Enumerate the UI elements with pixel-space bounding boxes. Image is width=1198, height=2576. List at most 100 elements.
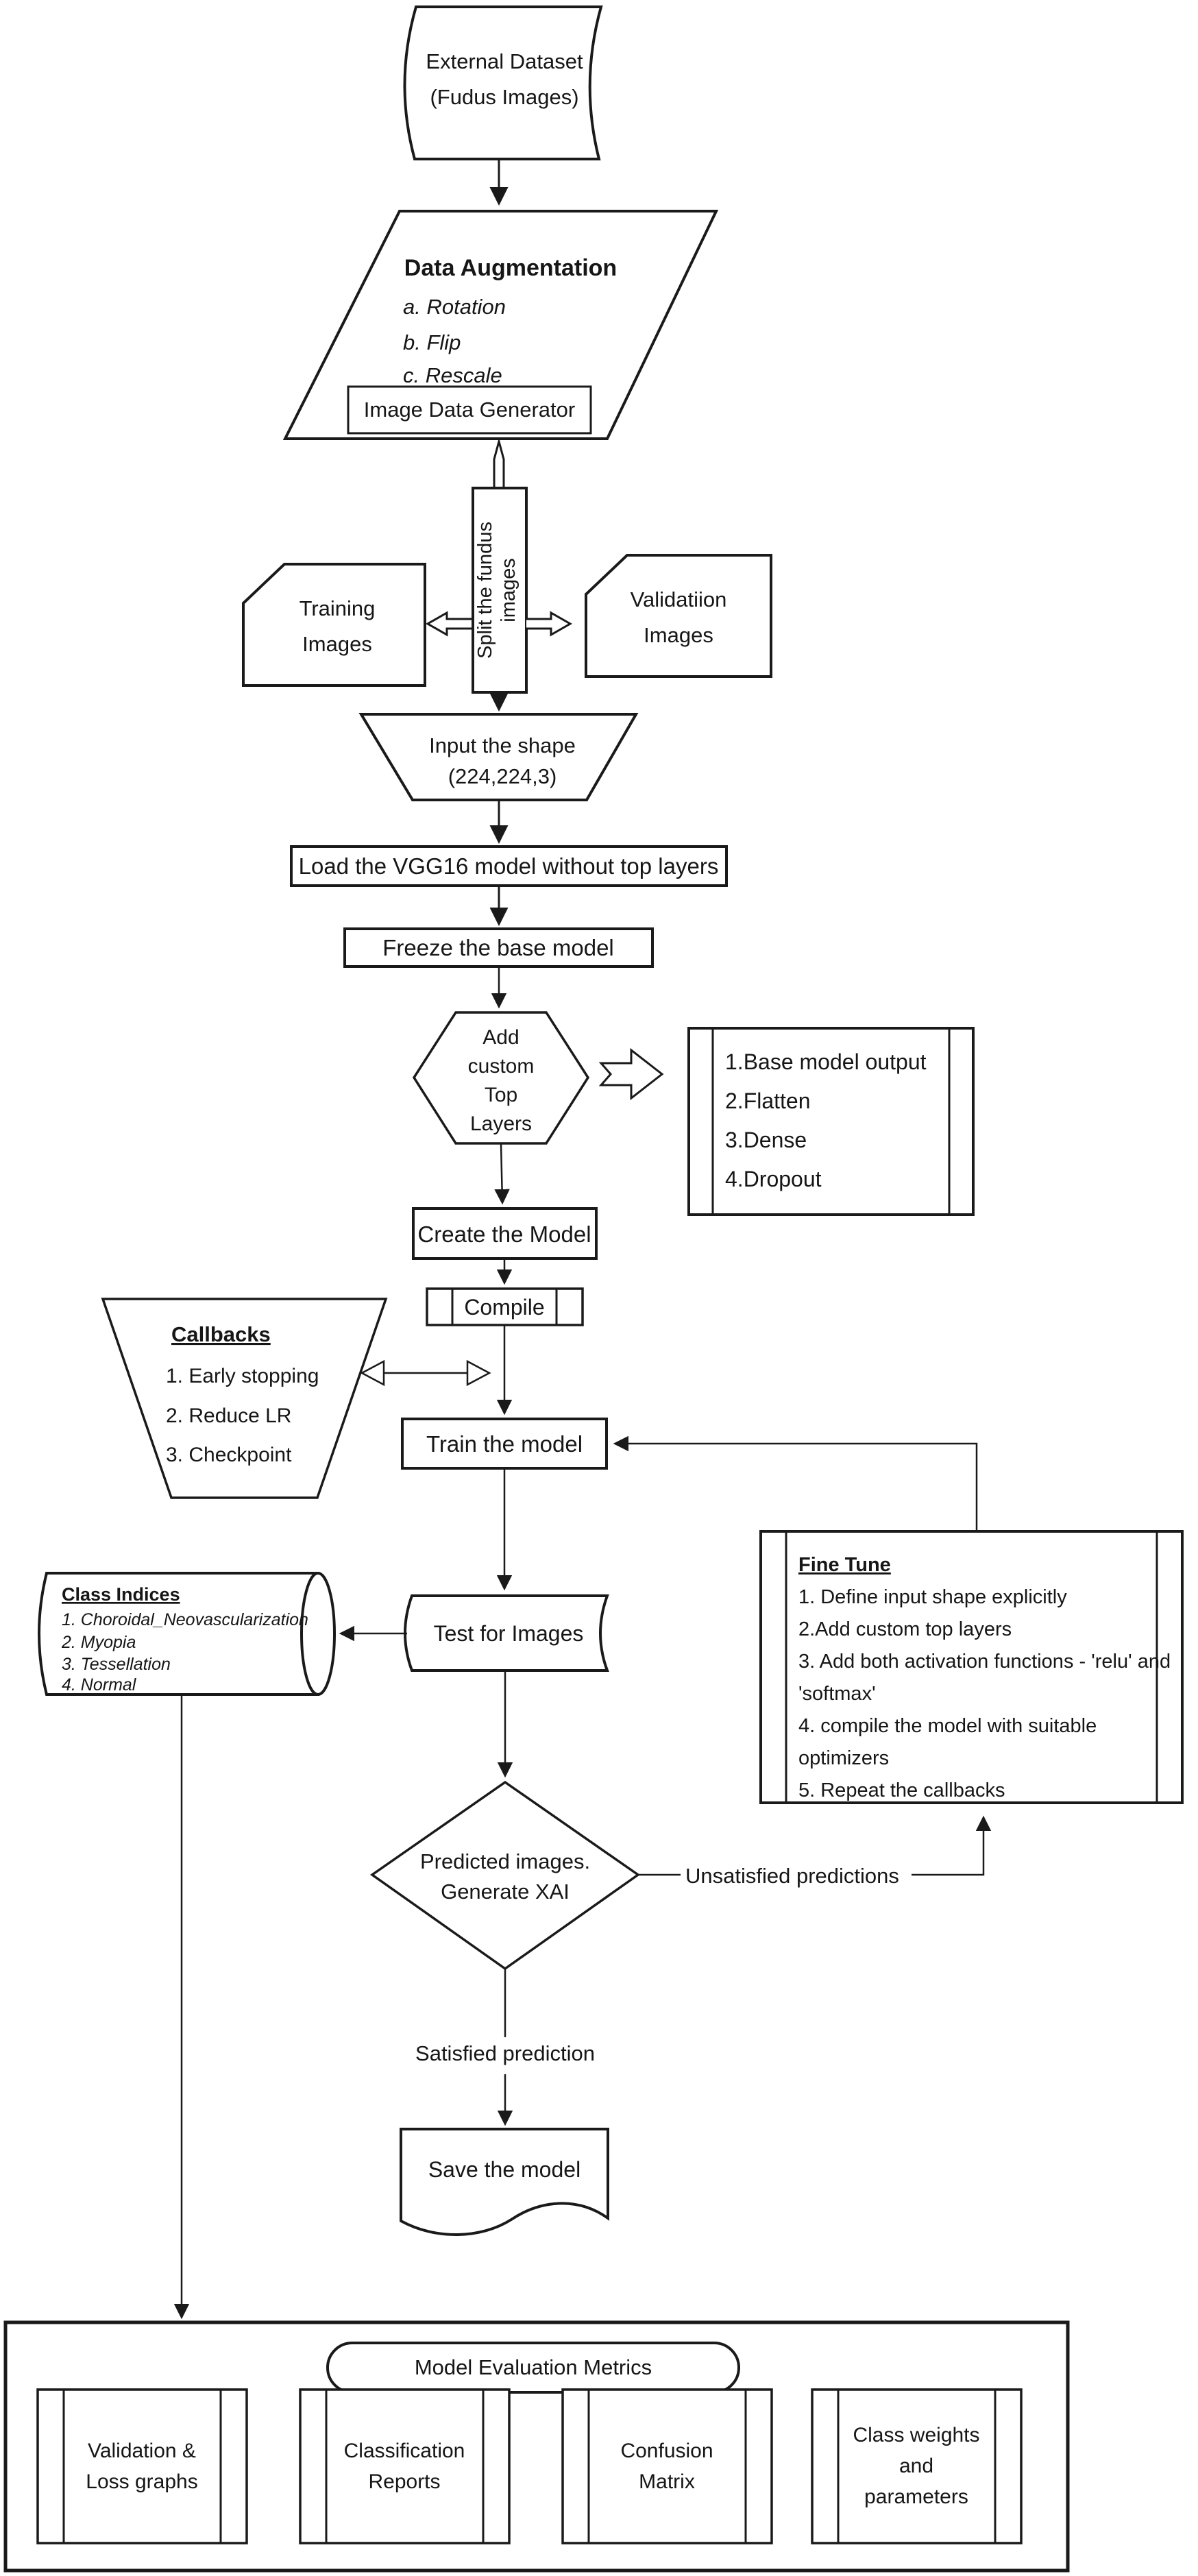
confusion-box — [561, 2388, 773, 2544]
hollow-arrow-to-validation — [526, 611, 573, 637]
validation-images-line1: Validatiion — [631, 587, 727, 611]
evaluation-title-pill — [326, 2342, 740, 2394]
callbacks-item-3: 3. Checkpoint — [166, 1444, 292, 1466]
hexagon-line4: Layers — [470, 1113, 532, 1135]
confusion-line1: Confusion — [620, 2440, 713, 2462]
load-vgg-box — [290, 845, 728, 887]
validation-images-line2: Images — [644, 623, 713, 647]
class-indices-item-3: 3. Tessellation — [62, 1655, 171, 1674]
validation-loss-box — [36, 2388, 248, 2544]
class-weights-box — [811, 2388, 1023, 2544]
callbacks-trapezoid — [101, 1298, 388, 1499]
split-box — [472, 487, 528, 694]
node-class-indices: Class Indices 1. Choroidal_Neovasculariz… — [38, 1572, 336, 1696]
hexagon-line2: custom — [468, 1055, 535, 1078]
node-evaluation-container: Model Evaluation Metrics Validation & Lo… — [3, 2320, 1070, 2573]
test-images-shape — [404, 1594, 609, 1672]
node-input-shape: Input the shape (224,224,3) — [358, 713, 639, 801]
satisfied-label: Satisfied prediction — [415, 2041, 595, 2065]
input-shape-line2: (224,224,3) — [448, 764, 557, 788]
add-custom-hexagon — [412, 1011, 590, 1145]
hexagon-line3: Top — [485, 1084, 517, 1106]
detail-item-3: 3.Dense — [725, 1128, 807, 1152]
evaluation-box-classification: Classification Reports — [299, 2388, 511, 2544]
image-data-generator-label: Image Data Generator — [364, 398, 575, 422]
block-right-arrow — [598, 1047, 664, 1101]
edge-satisfied: Satisfied prediction — [415, 1969, 595, 2126]
node-split-fundus: Split the fundus images — [472, 487, 528, 694]
data-augmentation-title: Data Augmentation — [404, 255, 617, 281]
image-data-generator-box — [347, 385, 592, 435]
class-indices-item-2: 2. Myopia — [61, 1633, 136, 1652]
node-test-images: Test for Images — [404, 1594, 609, 1672]
training-images-line1: Training — [300, 596, 376, 620]
compile-label: Compile — [464, 1295, 544, 1320]
evaluation-box-confusion: Confusion Matrix — [561, 2388, 773, 2544]
node-training-images: Training Images — [242, 563, 426, 687]
hollow-arrow-to-training — [425, 611, 472, 637]
training-images-line2: Images — [302, 632, 372, 656]
freeze-box — [343, 927, 654, 968]
evaluation-box-class-weights: Class weights and parameters — [811, 2388, 1023, 2544]
split-label-line1: Split the fundus — [474, 522, 496, 659]
augmentation-item-flip: b. Flip — [403, 330, 461, 354]
validation-loss-line1: Validation & — [88, 2440, 196, 2462]
external-dataset-shape — [403, 5, 603, 160]
save-model-label: Save the model — [428, 2157, 580, 2182]
predicted-diamond — [369, 1780, 641, 1971]
create-model-label: Create the Model — [417, 1222, 591, 1247]
class-weights-line3: parameters — [864, 2486, 968, 2508]
node-callbacks: Callbacks 1. Early stopping 2. Reduce LR… — [101, 1298, 388, 1499]
fine-tune-line-4: 'softmax' — [798, 1683, 876, 1705]
node-validation-images: Validatiion Images — [585, 554, 772, 678]
class-weights-line2: and — [899, 2455, 933, 2477]
edge-hexagon-to-create — [494, 1143, 510, 1205]
callbacks-title: Callbacks — [171, 1322, 271, 1346]
external-dataset-line1: External Dataset — [426, 49, 583, 73]
node-predicted-decision: Predicted images. Generate XAI — [369, 1780, 641, 1971]
augmentation-item-rotation: a. Rotation — [403, 295, 506, 319]
double-arrow-left-head — [360, 1359, 385, 1387]
node-external-dataset: External Dataset (Fudus Images) — [403, 5, 603, 160]
evaluation-box-validation-loss: Validation & Loss graphs — [36, 2388, 248, 2544]
edge-finetune-to-train — [613, 1435, 978, 1531]
fine-tune-line-5: 4. compile the model with suitable — [798, 1715, 1097, 1737]
callbacks-item-1: 1. Early stopping — [166, 1365, 319, 1387]
fine-tune-title: Fine Tune — [798, 1554, 891, 1576]
node-create-model: Create the Model — [412, 1207, 598, 1260]
detail-item-4: 4.Dropout — [725, 1167, 822, 1191]
hollow-up-arrow — [493, 437, 505, 488]
fine-tune-box — [759, 1530, 1184, 1804]
augmentation-item-rescale: c. Rescale — [403, 363, 502, 387]
class-indices-cap — [300, 1572, 336, 1696]
hexagon-line1: Add — [482, 1026, 519, 1049]
class-indices-title: Class Indices — [62, 1584, 180, 1605]
create-model-box — [412, 1207, 598, 1260]
predicted-line1: Predicted images. — [420, 1849, 590, 1873]
validation-images-shape — [585, 554, 772, 678]
fine-tune-line-3: 3. Add both activation functions - 'relu… — [798, 1651, 1171, 1673]
edge-unsatisfied: Unsatisfied predictions — [638, 1815, 992, 1888]
fine-tune-line-6: optimizers — [798, 1747, 889, 1769]
external-dataset-line2: (Fudus Images) — [430, 85, 578, 109]
node-train: Train the model — [401, 1418, 608, 1470]
node-add-custom-top-layers: Add custom Top Layers — [412, 1011, 590, 1145]
node-save-model: Save the model — [400, 2128, 609, 2236]
classification-line2: Reports — [368, 2470, 440, 2493]
data-augmentation-shape — [282, 210, 719, 440]
detail-item-1: 1.Base model output — [725, 1049, 927, 1074]
class-indices-item-4: 4. Normal — [62, 1675, 137, 1694]
test-images-label: Test for Images — [434, 1621, 584, 1646]
input-shape-line1: Input the shape — [429, 733, 576, 757]
node-data-augmentation: Data Augmentation a. Rotation b. Flip c.… — [282, 210, 719, 440]
detail-item-2: 2.Flatten — [725, 1089, 811, 1113]
split-label-line2: images — [498, 558, 519, 622]
confusion-line2: Matrix — [639, 2470, 695, 2493]
class-indices-body — [38, 1572, 319, 1696]
class-indices-item-1: 1. Choroidal_Neovascularization — [62, 1610, 308, 1629]
classification-line1: Classification — [344, 2440, 465, 2462]
double-arrow-right-head — [466, 1359, 491, 1387]
class-weights-line1: Class weights — [853, 2424, 979, 2446]
